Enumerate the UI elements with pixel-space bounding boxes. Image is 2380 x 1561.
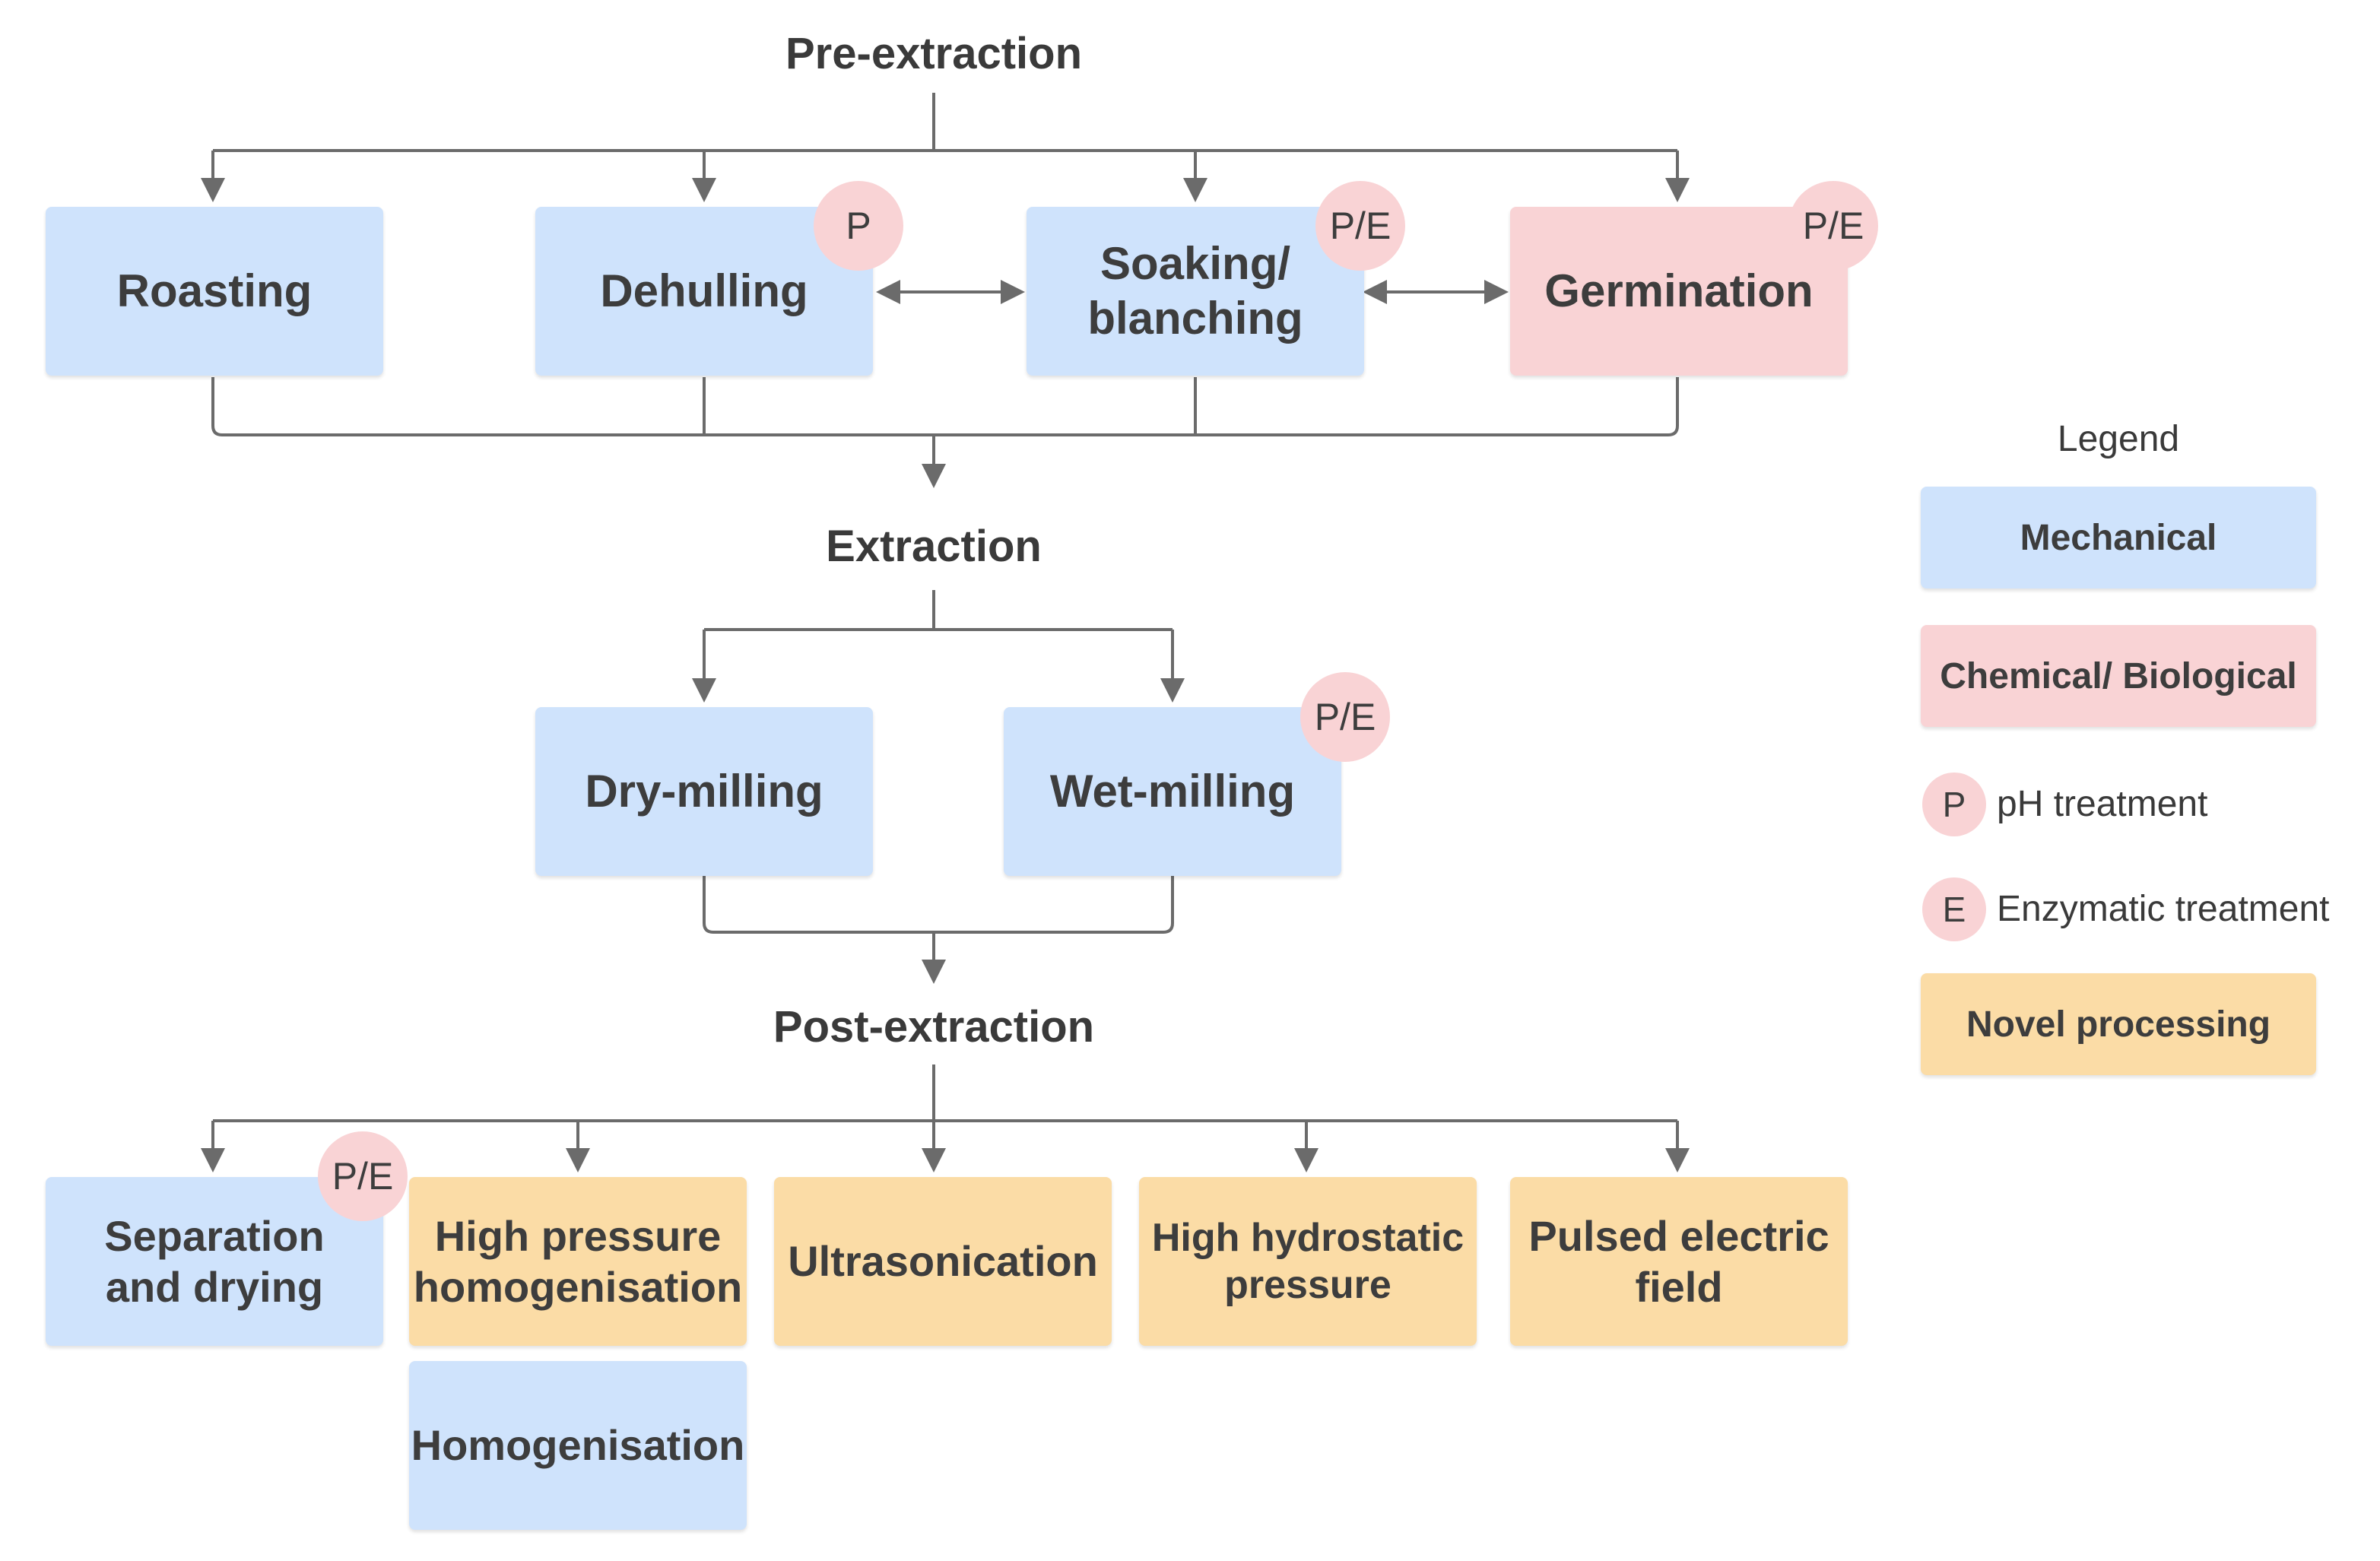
legend-novel-processing: Novel processing (1921, 973, 2316, 1075)
badge-germination: P/E (1788, 181, 1878, 271)
step-pulsed-electric-field: Pulsed electric field (1510, 1177, 1848, 1346)
step-ultrasonication: Ultrasonication (774, 1177, 1112, 1346)
step-roasting: Roasting (46, 207, 383, 376)
legend-enzymatic-label: Enzymatic treatment (1997, 889, 2330, 929)
merge-germination (934, 377, 1679, 436)
step-homogenisation: Homogenisation (409, 1361, 747, 1530)
merge-roasting (211, 377, 934, 436)
step-wet-milling: Wet-milling (1004, 707, 1341, 876)
stage-pre-extraction: Pre-extraction (785, 29, 1083, 78)
step-high-pressure-homogenisation: High pressure homogenisation (409, 1177, 747, 1346)
badge-separation: P/E (318, 1131, 408, 1221)
legend-chemical-biological: Chemical/ Biological (1921, 625, 2316, 727)
legend-ph-label: pH treatment (1997, 784, 2208, 824)
step-dry-milling: Dry-milling (535, 707, 873, 876)
badge-soaking: P/E (1315, 181, 1405, 271)
step-dehulling: Dehulling (535, 207, 873, 376)
badge-dehulling: P (814, 181, 903, 271)
step-soaking-blanching: Soaking/ blanching (1027, 207, 1364, 376)
legend-mechanical: Mechanical (1921, 487, 2316, 589)
legend-enzymatic-icon: E (1922, 877, 1986, 941)
badge-wet-milling: P/E (1300, 672, 1390, 762)
stage-post-extraction: Post-extraction (773, 1002, 1095, 1052)
legend-title: Legend (2057, 419, 2180, 459)
stage-extraction: Extraction (826, 522, 1042, 571)
step-separation-drying: Separation and drying (46, 1177, 383, 1346)
step-germination: Germination (1510, 207, 1848, 376)
merge-dry-milling (703, 876, 1174, 934)
legend-ph-icon: P (1922, 773, 1986, 836)
step-high-hydrostatic-pressure: High hydrostatic pressure (1139, 1177, 1477, 1346)
